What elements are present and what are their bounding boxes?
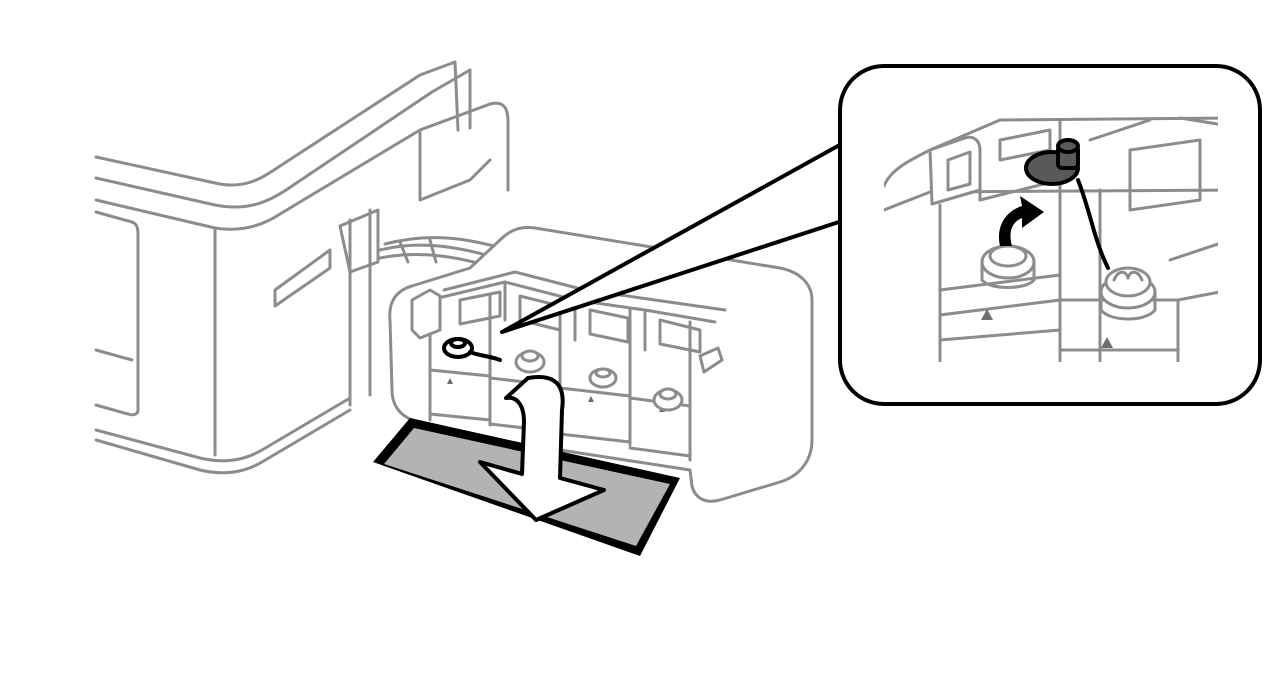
printer-body [94,60,510,475]
tank-cap-4 [652,387,684,412]
detail-callout [838,64,1262,406]
curved-down-arrow-icon [478,375,606,522]
ink-tank-unit [388,226,814,503]
fill-mark-1 [447,378,453,384]
open-filler-port [980,244,1036,289]
removed-tank-cap [1024,138,1110,270]
tank-cap-1-open [442,337,502,362]
zoom-fill-mark-2 [1101,337,1113,348]
zoomed-tank-detail [884,116,1218,362]
fill-mark-3 [588,396,594,402]
adjacent-tank-cap [1099,266,1157,321]
curved-up-arrow-icon [998,196,1044,246]
tank-cap-2 [514,349,546,374]
tank-cap-3 [588,367,618,389]
zoom-fill-mark-1 [981,309,993,320]
